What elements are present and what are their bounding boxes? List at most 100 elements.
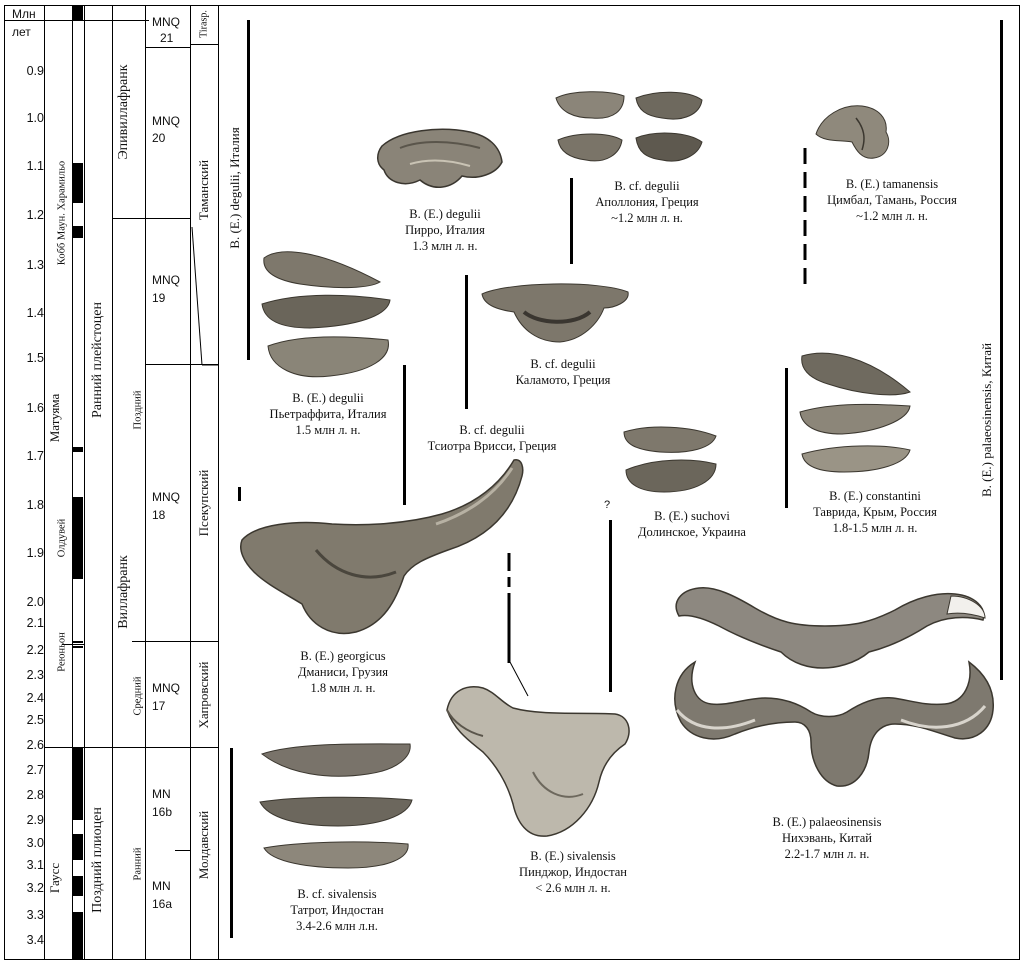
polarity-block-gauss-1 <box>72 747 83 820</box>
rule-zone-21 <box>145 47 190 48</box>
caption-palaeosinensis-line3: 2.2-1.7 млн л. н. <box>784 847 870 861</box>
axis-tick-label: 1.0 <box>26 111 44 125</box>
caption-pietrafitta-line2: Пьетраффита, Италия <box>269 407 387 421</box>
caption-suchovi-line1: B. (E.) suchovi <box>654 509 730 523</box>
caption-apollonia-line1: B. cf. degulii <box>614 179 680 193</box>
caption-sivalensis-line2: Пинджор, Индостан <box>519 865 627 879</box>
zone-mnq18-a: MNQ <box>152 490 180 504</box>
caption-suchovi-line2: Долинское, Украина <box>638 525 746 539</box>
caption-apollonia-line2: Аполлония, Греция <box>595 195 699 209</box>
polarity-block-olduvai <box>72 497 83 579</box>
label-matuyama: Матуяма <box>47 393 62 443</box>
axis-tick-label: 2.3 <box>26 668 44 682</box>
axis-tick-label: 1.2 <box>26 208 44 222</box>
zone-mnq21-a: MNQ <box>152 15 180 29</box>
fossil-pirro-skull <box>377 128 503 188</box>
label-early-substage: Ранний <box>132 847 144 881</box>
label-villafranchian: Виллафранк <box>116 555 131 629</box>
axis-tick-label: 2.7 <box>26 763 44 777</box>
range-label-palaeosinensis: B. (E.) palaeosinensis, Китай <box>979 342 994 498</box>
caption-apollonia: B. cf. degulii Аполлония, Греция ~1.2 мл… <box>572 178 722 226</box>
label-middle-substage: Средний <box>132 676 144 716</box>
zone-mnq19-a: MNQ <box>152 273 180 287</box>
fossil-apollonia <box>555 91 703 162</box>
range-bar-cf-sivalensis <box>230 748 233 938</box>
caption-pirro: B. (E.) degulii Пирро, Италия 1.3 млн л.… <box>370 206 520 254</box>
faunal-tirasp: Tirasp. <box>198 10 210 38</box>
axis-tick-label: 3.4 <box>26 933 44 947</box>
fossil-pietrafitta <box>261 251 391 378</box>
caption-tamanensis: B. (E.) tamanensis Цимбал, Тамань, Росси… <box>808 176 976 224</box>
polarity-block-brunhes <box>72 5 83 20</box>
caption-constantini-line3: 1.8-1.5 млн л. н. <box>832 521 918 535</box>
label-olduvai: Олдувей <box>56 518 68 558</box>
label-early-pleistocene: Ранний плейстоцен <box>90 302 105 418</box>
fossil-tamanensis <box>815 105 890 159</box>
axis-tick-label: 3.2 <box>26 881 44 895</box>
caption-georgicus: B. (E.) georgicus Дманиси, Грузия 1.8 мл… <box>268 648 418 696</box>
range-bar-apollonia <box>570 178 573 264</box>
caption-constantini: B. (E.) constantini Таврида, Крым, Росси… <box>790 488 960 536</box>
zone-mnq21-b: 21 <box>160 31 174 45</box>
caption-cf-sivalensis: B. cf. sivalensis Татрот, Индостан 3.4-2… <box>262 886 412 934</box>
range-bar-constantini <box>785 368 788 508</box>
rule-zone-16 <box>175 850 190 851</box>
fossil-kalamoto <box>481 283 629 343</box>
polarity-block-olduvai-top <box>72 447 83 452</box>
axis-tick-label: 2.2 <box>26 643 44 657</box>
caption-tamanensis-line2: Цимбал, Тамань, Россия <box>827 193 957 207</box>
axis-tick-label: 1.6 <box>26 401 44 415</box>
panel-divider <box>218 5 219 959</box>
zone-mn16a-b: 16a <box>152 897 173 911</box>
axis-tick-label: 1.9 <box>26 546 44 560</box>
axis-tick-label: 2.1 <box>26 616 44 630</box>
caption-kalamoto: B. cf. degulii Каламото, Греция <box>490 356 636 388</box>
polarity-block-reunion-1 <box>72 641 83 643</box>
zone-mn16a-a: MN <box>152 879 171 893</box>
axis-tick-label: 1.5 <box>26 351 44 365</box>
dashed-bar-sivalensis <box>507 553 511 663</box>
range-bar-pietrafitta <box>403 365 406 505</box>
axis-tick-label: 2.8 <box>26 788 44 802</box>
label-late-pliocene: Поздний плиоцен <box>90 807 105 913</box>
zone-mn16b-b: 16b <box>152 805 173 819</box>
axis-tick-label: 2.4 <box>26 691 44 705</box>
caption-pietrafitta-line1: B. (E.) degulii <box>292 391 364 405</box>
range-label-degulii: B. (E.) degulii, Италия <box>227 127 242 249</box>
caption-kalamoto-line1: B. cf. degulii <box>530 357 596 371</box>
caption-constantini-line2: Таврида, Крым, Россия <box>813 505 937 519</box>
range-bar-palaeosinensis <box>1000 20 1003 680</box>
caption-cf-sivalensis-line1: B. cf. sivalensis <box>297 887 377 901</box>
caption-tsiotra-line2: Тсиотра Врисси, Греция <box>427 439 557 453</box>
axis-header-rule <box>4 20 149 21</box>
polarity-block-gauss-4 <box>72 912 83 959</box>
zone-mnq19-b: 19 <box>152 291 166 305</box>
fossil-constantini <box>799 352 911 473</box>
zone-mnq18-b: 18 <box>152 508 166 522</box>
label-reunion: Реюньон <box>56 632 68 672</box>
axis-tick-label: 3.3 <box>26 908 44 922</box>
caption-georgicus-line1: B. (E.) georgicus <box>300 649 386 663</box>
caption-palaeosinensis-line2: Нихэвань, Китай <box>782 831 872 845</box>
polarity-block-gauss-2 <box>72 834 83 860</box>
zone-mnq20-a: MNQ <box>152 114 180 128</box>
caption-sivalensis: B. (E.) sivalensis Пинджор, Индостан < 2… <box>498 848 648 896</box>
axis-tick-label: 1.3 <box>26 258 44 272</box>
zone-mn16b-a: MN <box>152 787 171 801</box>
polarity-block-gauss-3 <box>72 876 83 896</box>
axis-tick-label: 2.5 <box>26 713 44 727</box>
caption-palaeosinensis: B. (E.) palaeosinensis Нихэвань, Китай 2… <box>742 814 912 862</box>
caption-palaeosinensis-line1: B. (E.) palaeosinensis <box>772 815 882 829</box>
zone-mnq17-a: MNQ <box>152 681 180 695</box>
polarity-block-reunion-2 <box>72 646 83 648</box>
axis-unit-line2: лет <box>12 25 31 39</box>
faunal-khaprov: Хапровский <box>196 661 211 729</box>
axis-tick-label: 1.8 <box>26 498 44 512</box>
zone-mnq20-b: 20 <box>152 131 166 145</box>
polarity-block-cobb <box>72 226 83 238</box>
faunal-oblique-line <box>191 226 218 366</box>
axis-tick-label: 1.7 <box>26 449 44 463</box>
caption-tsiotra-line1: B. cf. degulii <box>459 423 525 437</box>
col-sep-axis <box>44 5 45 959</box>
fossil-palaeosinensis <box>674 587 994 787</box>
